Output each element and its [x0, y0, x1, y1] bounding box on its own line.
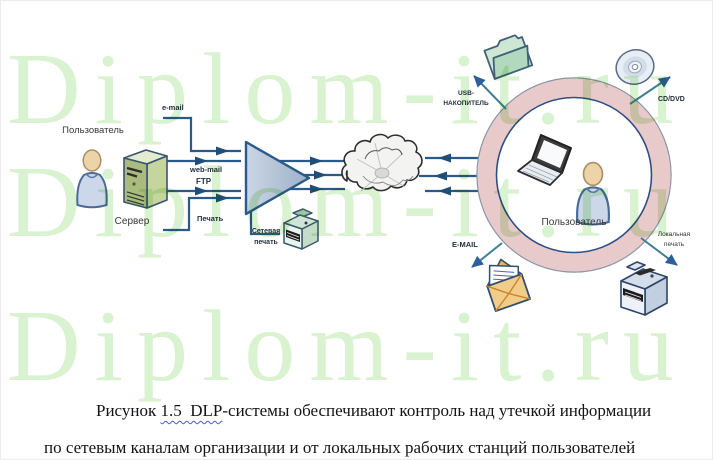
caption-figure-number: 1.5 DLP — [160, 401, 223, 420]
channel-webmail-label: web-mail — [190, 165, 223, 174]
left-user-label: Пользователь — [62, 125, 124, 136]
ring-user-label: Пользователь — [541, 217, 607, 228]
ring-leak-arrows — [471, 75, 678, 268]
channel-ftp-label: FTP — [196, 177, 212, 186]
caption-line-2: по сетевым каналам организации и от лока… — [44, 438, 636, 457]
left-user-icon — [76, 149, 108, 209]
figure-caption: Рисунок 1.5 DLP-системы обеспечивают кон… — [44, 392, 712, 459]
print-connector — [163, 196, 241, 232]
channel-print-label: Печать — [197, 214, 224, 223]
usb-label: USB- НАКОПИТЕЛЬ — [443, 90, 489, 107]
network-print-label: Сетевая печать — [251, 228, 281, 246]
cddvd-arrow — [629, 76, 671, 105]
usb-arrow — [473, 75, 507, 110]
laptop-icon — [517, 134, 572, 186]
server-label: Сервер — [114, 216, 150, 227]
protection-ring — [476, 77, 672, 273]
caption-line-1: Рисунок 1.5 DLP-системы обеспечивают кон… — [44, 392, 712, 429]
email-leak-label: E-MAIL — [452, 240, 478, 249]
email-connector — [163, 116, 241, 153]
local-printer-icon — [620, 261, 668, 316]
network-cloud-icon — [341, 133, 423, 192]
channel-email-label: e-mail — [162, 103, 184, 112]
connector-arrowheads — [195, 146, 451, 203]
caption-line-1-rest: -системы обеспечивают контроль над утечк… — [222, 401, 652, 420]
caption-prefix: Рисунок — [96, 401, 161, 420]
local-print-label: Локальная печать — [657, 231, 691, 248]
usb-folder-icon — [483, 34, 534, 80]
local-print-arrow — [640, 237, 678, 266]
email-envelope-icon — [486, 258, 531, 313]
cddvd-icon — [615, 49, 655, 85]
server-icon — [123, 149, 168, 209]
email-leak-arrow — [471, 242, 503, 268]
cddvd-label: CD/DVD — [658, 96, 685, 103]
network-printer-icon — [283, 208, 319, 250]
network-printer-connector — [249, 211, 280, 236]
right-user-icon — [576, 161, 610, 226]
dlp-filter-triangle — [244, 140, 311, 216]
